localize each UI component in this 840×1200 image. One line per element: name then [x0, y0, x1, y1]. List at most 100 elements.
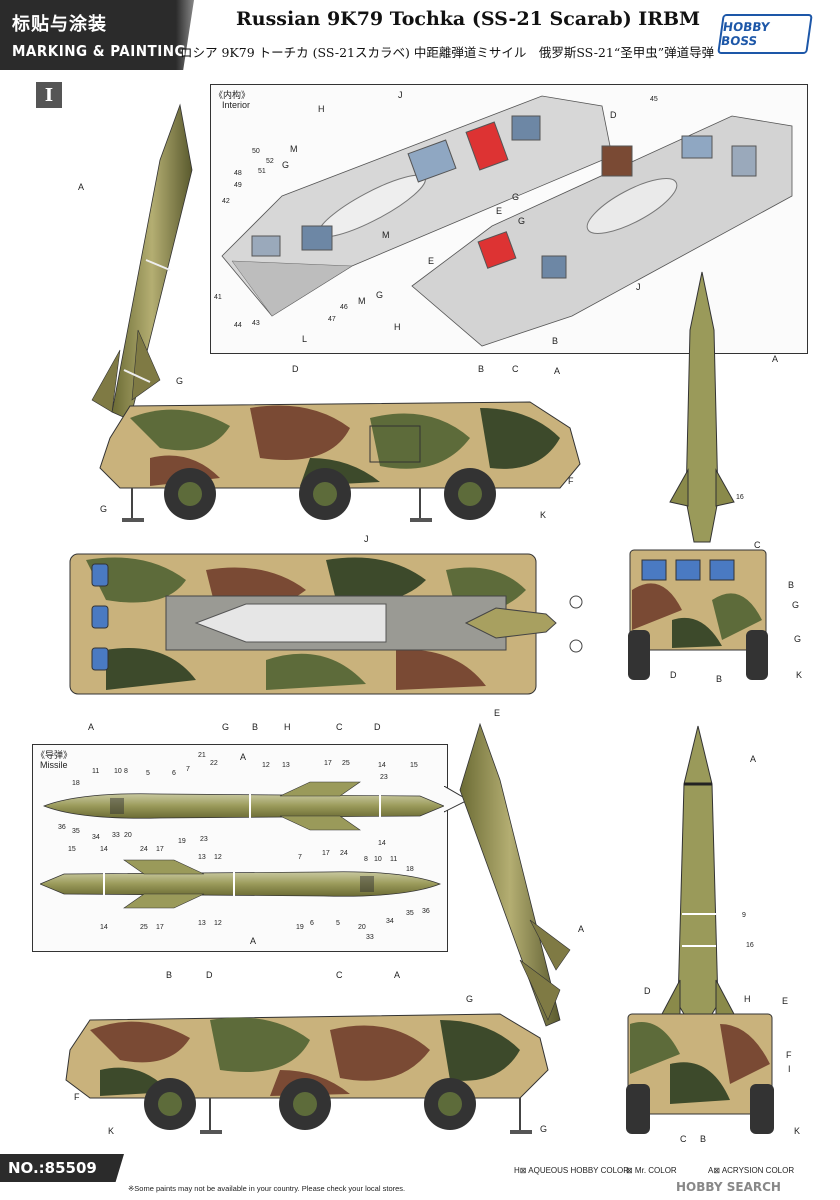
missile-top-label-22: 22: [210, 760, 218, 767]
top-view-label-g: G: [222, 722, 230, 732]
top-view-label-b: B: [252, 722, 259, 732]
missile-top-label-25: 25: [342, 760, 350, 767]
missile-top-label-13: 13: [282, 762, 290, 769]
rear-view-label-d: D: [644, 986, 651, 996]
missile-bottom-label-17: 17: [156, 846, 164, 853]
interior-label-m2: M: [382, 230, 390, 240]
missile-top-label-21: 21: [198, 752, 206, 759]
front-view-label-g2: G: [794, 634, 802, 644]
legend-mr-color: ⊠ Mr. COLOR: [626, 1166, 677, 1175]
rear-view-label-16: 16: [746, 942, 754, 949]
top-view-label-j: J: [364, 534, 369, 544]
missile-top-label-7: 7: [186, 766, 190, 773]
missile-top-label-18: 18: [72, 780, 80, 787]
product-number: NO.:85509: [0, 1154, 112, 1182]
missile-bottom-label-11: 11: [390, 856, 398, 863]
interior-label-m: M: [290, 144, 298, 154]
side-upper-label-a: A: [78, 182, 85, 192]
missile-bottom-label-17b: 17: [322, 850, 330, 857]
missile-top-label-10: 10: [114, 768, 122, 775]
header-dark-panel: [0, 0, 176, 70]
top-view-label-h: H: [284, 722, 291, 732]
missile-caption-en: Missile: [40, 760, 68, 770]
rear-view-label-a: A: [750, 754, 757, 764]
interior-label-g: G: [282, 160, 290, 170]
hobbysearch-watermark: HOBBY SEARCH: [676, 1180, 781, 1194]
missile-bottom-label-12: 12: [214, 854, 222, 861]
missile-top-label-34: 34: [92, 834, 100, 841]
interior-label-l: L: [302, 334, 308, 344]
missile-bottom-label-5: 5: [336, 920, 340, 927]
header-title-cn: 标贴与涂装: [12, 14, 107, 35]
missile-top-label-8: 8: [124, 768, 128, 775]
missile-top-label-17: 17: [324, 760, 332, 767]
model-title: Russian 9K79 Tochka (SS-21 Scarab) IRBM: [236, 8, 701, 30]
missile-top-label-14: 14: [378, 762, 386, 769]
interior-label-b: B: [552, 336, 559, 346]
missile-top-label-36: 36: [58, 824, 66, 831]
side-lower-label-g: G: [466, 994, 474, 1004]
rear-view-label-h: H: [744, 994, 751, 1004]
legend-aqueous-hobby-color: H⊠ AQUEOUS HOBBY COLOR: [514, 1166, 630, 1175]
missile-bottom-illustration: [40, 859, 441, 909]
missile-top-label-15: 15: [410, 762, 418, 769]
missile-top-label-12: 12: [262, 762, 270, 769]
missile-top-label-6: 6: [172, 770, 176, 777]
interior-cutaway-illustration: [221, 95, 793, 347]
missile-bottom-label-19: 19: [296, 924, 304, 931]
rear-view-label-f: F: [786, 1050, 792, 1060]
legend-acrysion-color: A⊠ ACRYSION COLOR: [708, 1166, 795, 1175]
interior-caption-en: Interior: [222, 100, 251, 110]
side-lower-label-f: F: [74, 1092, 80, 1102]
missile-bottom-label-36: 36: [422, 908, 430, 915]
sheet-number: I: [36, 82, 62, 108]
missile-bottom-label-33: 33: [366, 934, 374, 941]
missile-top-label-11: 11: [92, 768, 100, 775]
side-lower-label-d: D: [206, 970, 213, 980]
interior-label-45: 45: [650, 96, 658, 103]
side-upper-label-k: K: [540, 510, 547, 520]
side-lower-label-g2: G: [540, 1124, 548, 1134]
upper-raised-missile: [91, 103, 193, 421]
interior-label-46: 46: [340, 304, 348, 311]
interior-label-e2: E: [428, 256, 435, 266]
rear-view-label-i: I: [788, 1064, 791, 1074]
missile-top-label-14b: 14: [378, 840, 386, 847]
side-upper-label-g2: G: [100, 504, 108, 514]
interior-label-50: 50: [252, 148, 260, 155]
side-lower-label-a2: A: [578, 924, 585, 934]
interior-label-42: 42: [222, 198, 230, 205]
missile-top-label-23b: 23: [200, 836, 208, 843]
header-title-en: MARKING & PAINTING: [12, 42, 187, 60]
missile-bottom-label-24: 24: [140, 846, 148, 853]
rear-view-label-b: B: [700, 1134, 707, 1144]
interior-caption-cn: 《内构》: [214, 90, 251, 100]
missile-bottom-label-24b: 24: [340, 850, 348, 857]
hobbyboss-logo: HOBBY BOSS: [717, 14, 813, 54]
missile-top-label-5: 5: [146, 770, 150, 777]
missile-bottom-label-13: 13: [198, 854, 206, 861]
rear-view-label-c: C: [680, 1134, 687, 1144]
missile-top-label-20: 20: [124, 832, 132, 839]
front-view-vehicle: [628, 271, 768, 680]
front-view-label-c: C: [754, 540, 761, 550]
front-view-label-b2: B: [716, 674, 723, 684]
interior-label-g3: G: [512, 192, 520, 202]
side-lower-label-k: K: [108, 1126, 115, 1136]
missile-bottom-label-12b: 12: [214, 920, 222, 927]
missile-bottom-label-35: 35: [406, 910, 414, 917]
side-upper-label-c: C: [512, 364, 519, 374]
interior-label-43: 43: [252, 320, 260, 327]
model-subtitle: ロシア 9K79 トーチカ (SS-21スカラベ) 中距離弾道ミサイル 俄罗斯S…: [180, 45, 715, 60]
missile-top-label-33: 33: [112, 832, 120, 839]
rear-view-label-k: K: [794, 1126, 801, 1136]
missile-bottom-label-17c: 17: [156, 924, 164, 931]
missile-bottom-label-20: 20: [358, 924, 366, 931]
interior-label-g2: G: [376, 290, 384, 300]
missile-bottom-label-13b: 13: [198, 920, 206, 927]
interior-label-j: J: [398, 90, 403, 100]
side-lower-label-a: A: [394, 970, 401, 980]
top-view-label-e: E: [494, 708, 501, 718]
missile-caption-cn: 《导弹》: [36, 750, 73, 760]
top-view-label-c: C: [336, 722, 343, 732]
